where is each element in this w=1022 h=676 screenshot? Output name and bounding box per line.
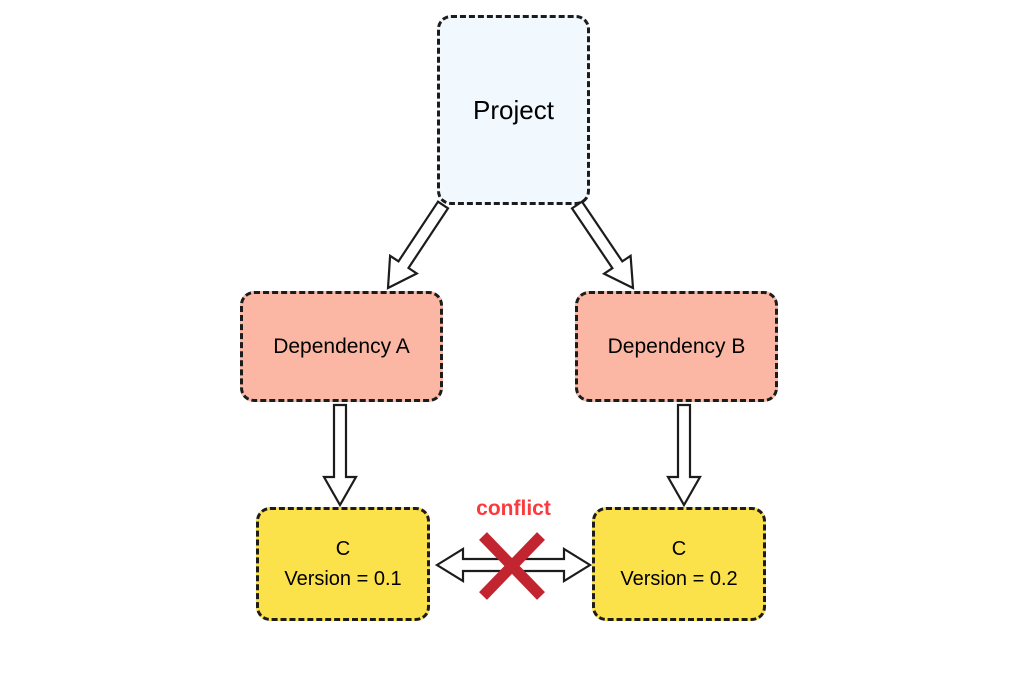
conflict-x-icon (479, 532, 545, 600)
node-c-version-0-2: C Version = 0.2 (592, 507, 766, 621)
conflict-label: conflict (476, 497, 551, 520)
arrow-dependency-b-to-c2 (666, 403, 702, 508)
node-label: C (335, 538, 351, 560)
arrow-project-to-dependency-a (386, 200, 450, 290)
node-dependency-b: Dependency B (575, 291, 778, 402)
node-label: Dependency A (273, 334, 410, 358)
node-label: Dependency B (607, 334, 746, 358)
node-dependency-a: Dependency A (240, 291, 443, 402)
node-label: C (671, 538, 687, 560)
arrow-conflict-double (434, 547, 593, 583)
node-project: Project (437, 15, 590, 205)
arrow-dependency-a-to-c1 (322, 403, 358, 508)
node-c-version-0-1: C Version = 0.1 (256, 507, 430, 621)
arrow-project-to-dependency-b (570, 200, 635, 290)
node-sublabel: Version = 0.1 (284, 568, 402, 590)
node-sublabel: Version = 0.2 (620, 568, 738, 590)
node-label: Project (473, 94, 554, 125)
